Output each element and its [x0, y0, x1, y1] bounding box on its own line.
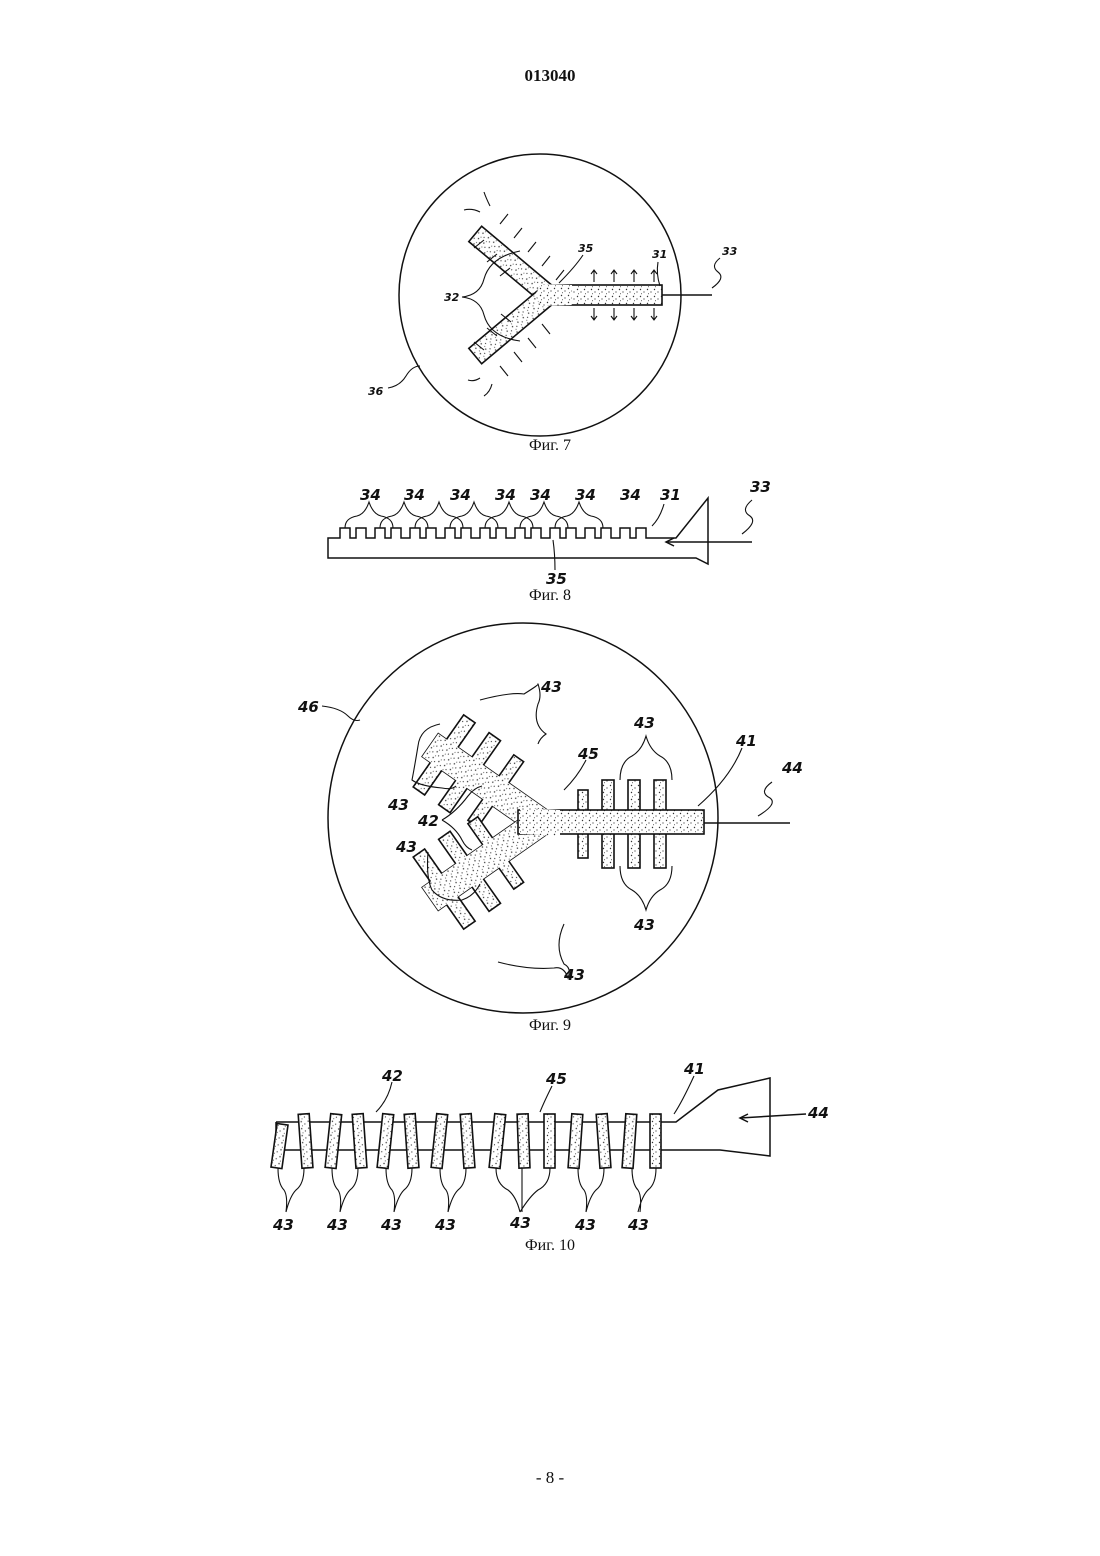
braces-34: [345, 502, 603, 528]
ref-label-34-3: 34: [450, 486, 471, 504]
ref-label-34-5: 34: [530, 486, 551, 504]
figure-8-caption: Фиг. 8: [0, 587, 1100, 605]
horizontal-branch: [518, 780, 704, 868]
ref-label-43-left: 43: [387, 796, 409, 814]
ref-label-41: 41: [735, 732, 757, 750]
ref-label-43-top: 43: [540, 678, 562, 696]
brace-43-right-bottom: [620, 866, 672, 910]
leader-31: [652, 504, 664, 526]
ref-label-43-bottom: 43: [563, 966, 585, 984]
leader-42: [376, 1082, 392, 1112]
ref-label-34-2: 34: [404, 486, 425, 504]
ref-label-43-7: 43: [627, 1216, 649, 1234]
ref-label-34-7: 34: [620, 486, 641, 504]
ref-label-34-1: 34: [360, 486, 381, 504]
leader-36: [388, 366, 420, 388]
leader-35: [559, 255, 583, 283]
brace-43-bottom: [498, 924, 569, 978]
ref-label-43-6: 43: [574, 1216, 596, 1234]
ref-label-43-2: 43: [326, 1216, 348, 1234]
page-number: - 8 -: [0, 1468, 1100, 1488]
ref-label-44: 44: [807, 1104, 829, 1122]
ref-label-32: 32: [444, 291, 460, 304]
ref-label-35: 35: [578, 242, 594, 255]
brace-43-right-top: [620, 736, 672, 780]
leader-41: [674, 1076, 694, 1114]
figure-9-drawing: 43 43 41 44 46 45 43 42 43 43 43: [0, 620, 1100, 1020]
figure-9-caption: Фиг. 9: [0, 1017, 1100, 1035]
ref-label-36: 36: [368, 385, 384, 398]
ref-label-43-4: 43: [434, 1216, 456, 1234]
inlet-arrow: [740, 1114, 806, 1118]
ref-label-43-1: 43: [272, 1216, 294, 1234]
leader-35: [553, 540, 555, 570]
leader-41: [698, 748, 742, 806]
y-shaped-element: [469, 226, 662, 363]
ref-label-34-6: 34: [575, 486, 596, 504]
ref-label-45: 45: [577, 745, 599, 763]
ref-label-35: 35: [546, 570, 567, 588]
ref-label-42: 42: [381, 1067, 403, 1085]
leader-45: [540, 1086, 552, 1112]
figure-8-drawing: 34 34 34 34 34 34 34 31 33 35: [0, 470, 1100, 595]
leader-33: [712, 258, 721, 288]
ref-label-43-right-top: 43: [633, 714, 655, 732]
braces-43: [278, 1168, 656, 1212]
ref-label-46: 46: [297, 698, 319, 716]
figure-10-drawing: 42 45 41 44 43 43 43 43 43 43 43: [0, 1056, 1100, 1241]
ref-label-42: 42: [417, 812, 439, 830]
leader-44: [758, 782, 772, 816]
ref-label-41: 41: [683, 1060, 705, 1078]
ref-label-43-3: 43: [380, 1216, 402, 1234]
figure-10-caption: Фиг. 10: [0, 1237, 1100, 1255]
ref-label-43-right-bottom: 43: [633, 916, 655, 934]
ref-label-45: 45: [545, 1070, 567, 1088]
leader-33: [742, 500, 753, 534]
fins: [271, 1114, 661, 1169]
ref-label-31: 31: [652, 248, 667, 261]
ref-label-44: 44: [781, 759, 803, 777]
leader-45: [564, 760, 586, 790]
ref-label-43-5: 43: [509, 1214, 531, 1232]
ref-label-33: 33: [722, 245, 738, 258]
ref-label-33: 33: [750, 478, 771, 496]
patent-number: 013040: [0, 66, 1100, 86]
figure-7-caption: Фиг. 7: [0, 437, 1100, 455]
leader-31: [657, 262, 660, 286]
ref-label-31: 31: [660, 486, 681, 504]
ref-label-34-4: 34: [495, 486, 516, 504]
toothed-channel: [328, 498, 708, 564]
ref-label-43-left-bottom: 43: [395, 838, 417, 856]
figure-7-drawing: 35 31 33 32 36: [0, 150, 1100, 440]
leader-46: [322, 706, 360, 721]
